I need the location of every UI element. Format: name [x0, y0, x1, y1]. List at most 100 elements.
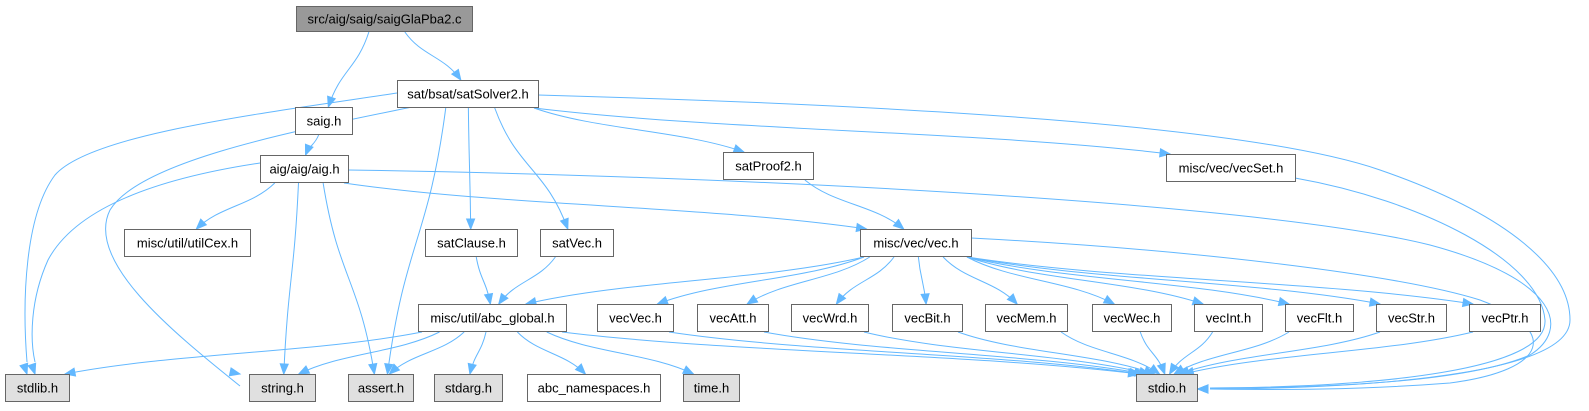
arrowhead-icon [228, 367, 242, 377]
arrowhead-icon [1196, 384, 1209, 394]
edge-aig-to-stdio [347, 169, 1552, 394]
edge-saig-to-aig [304, 134, 320, 157]
node-box[interactable] [5, 374, 70, 402]
node-stdio[interactable]: stdio.h [1136, 374, 1198, 402]
node-abc-namespaces[interactable]: abc_namespaces.h [527, 374, 661, 402]
arrowhead-icon [656, 295, 669, 305]
node-box[interactable] [425, 229, 518, 257]
node-stdarg[interactable]: stdarg.h [434, 374, 503, 402]
edge-line [196, 182, 276, 230]
arrowhead-icon [574, 363, 587, 375]
edge-line [498, 256, 556, 305]
edge-line [668, 331, 1141, 375]
node-box[interactable] [985, 304, 1068, 332]
node-label: misc/util/utilCex.h [137, 236, 238, 251]
edge-vecSet-to-stdio [1196, 177, 1546, 394]
arrowhead-icon [384, 362, 394, 376]
node-aig[interactable]: aig/aig/aig.h [260, 155, 349, 183]
edge-line [525, 256, 865, 305]
edge-line [347, 169, 1552, 389]
edge-aig-to-vec [343, 182, 868, 233]
node-vecVec[interactable]: vecVec.h [597, 304, 674, 332]
node-vecFlt[interactable]: vecFlt.h [1285, 304, 1354, 332]
node-satProof2[interactable]: satProof2.h [723, 152, 814, 180]
node-box[interactable] [697, 304, 769, 332]
node-satSolver2[interactable]: sat/bsat/satSolver2.h [397, 80, 539, 108]
node-label: sat/bsat/satSolver2.h [407, 87, 528, 102]
node-vecSet[interactable]: misc/vec/vecSet.h [1166, 154, 1296, 182]
node-vecAtt[interactable]: vecAtt.h [697, 304, 769, 332]
node-utilCex[interactable]: misc/util/utilCex.h [124, 229, 251, 257]
arrowhead-icon [1102, 294, 1116, 305]
node-box[interactable] [860, 229, 972, 257]
node-box[interactable] [397, 80, 539, 108]
node-box[interactable] [295, 107, 353, 135]
node-vec[interactable]: misc/vec/vec.h [860, 229, 972, 257]
arrowhead-icon [1148, 364, 1161, 375]
node-box[interactable] [296, 6, 473, 32]
arrowhead-icon [304, 143, 314, 157]
node-root[interactable]: src/aig/saig/saigGlaPba2.c [296, 6, 473, 32]
node-box[interactable] [597, 304, 674, 332]
edge-line [657, 256, 865, 305]
node-stdlib[interactable]: stdlib.h [5, 374, 70, 402]
node-satVec[interactable]: satVec.h [540, 229, 614, 257]
edge-line [533, 107, 1171, 155]
arrowhead-icon [279, 363, 289, 376]
node-box[interactable] [892, 304, 963, 332]
arrowhead-icon [388, 363, 401, 375]
node-box[interactable] [723, 152, 814, 180]
edge-aig-to-stdlib [27, 162, 261, 376]
node-vecPtr[interactable]: vecPtr.h [1469, 304, 1541, 332]
node-box[interactable] [1092, 304, 1172, 332]
edge-line [957, 331, 1155, 375]
node-box[interactable] [540, 229, 614, 257]
node-box[interactable] [418, 304, 567, 332]
node-label: aig/aig/aig.h [269, 162, 339, 177]
node-vecInt[interactable]: vecInt.h [1194, 304, 1263, 332]
node-box[interactable] [249, 374, 316, 402]
node-box[interactable] [348, 374, 414, 402]
node-box[interactable] [683, 374, 740, 402]
node-time[interactable]: time.h [683, 374, 740, 402]
edge-line [966, 256, 1290, 305]
node-assert[interactable]: assert.h [348, 374, 414, 402]
edge-vec-to-abc-global [524, 256, 865, 307]
node-box[interactable] [1166, 154, 1296, 182]
node-label: vecVec.h [609, 311, 662, 326]
arrowhead-icon [1168, 362, 1180, 376]
node-satClause[interactable]: satClause.h [425, 229, 518, 257]
node-box[interactable] [1469, 304, 1541, 332]
node-box[interactable] [1285, 304, 1354, 332]
edge-satSolver2-to-satVec [494, 107, 569, 231]
node-vecWec[interactable]: vecWec.h [1092, 304, 1172, 332]
node-vecBit[interactable]: vecBit.h [892, 304, 963, 332]
edge-line [283, 182, 299, 375]
edge-vecMem-to-stdio [1060, 331, 1161, 375]
node-vecMem[interactable]: vecMem.h [985, 304, 1068, 332]
node-label: stdarg.h [445, 381, 492, 396]
node-string[interactable]: string.h [249, 374, 316, 402]
node-box[interactable] [434, 374, 503, 402]
node-box[interactable] [124, 229, 251, 257]
node-saig[interactable]: saig.h [295, 107, 353, 135]
node-box[interactable] [1136, 374, 1198, 402]
edge-line [467, 107, 472, 230]
edge-line [327, 31, 370, 108]
node-box[interactable] [260, 155, 349, 183]
edge-satSolver2-to-stdlib [19, 92, 398, 376]
arrowhead-icon [1277, 296, 1291, 307]
node-box[interactable] [1376, 304, 1447, 332]
node-box[interactable] [1194, 304, 1263, 332]
node-label: string.h [261, 381, 304, 396]
edge-abc-global-to-stdlib [63, 331, 423, 377]
edge-line [64, 331, 423, 375]
node-label: misc/vec/vecSet.h [1179, 161, 1284, 176]
node-box[interactable] [527, 374, 661, 402]
edge-line [298, 331, 440, 375]
node-vecStr[interactable]: vecStr.h [1376, 304, 1447, 332]
node-vecWrd[interactable]: vecWrd.h [791, 304, 869, 332]
arrowhead-icon [195, 218, 208, 230]
node-box[interactable] [791, 304, 869, 332]
node-abc-global[interactable]: misc/util/abc_global.h [418, 304, 567, 332]
